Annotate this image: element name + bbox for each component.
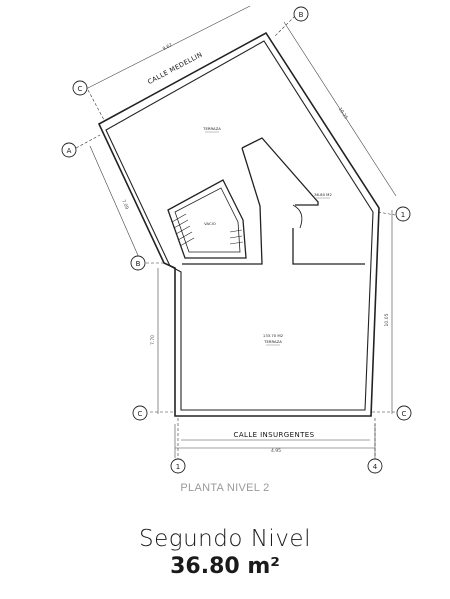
dim-right-lower: 10.05 (384, 313, 390, 326)
axis-label: 4 (373, 463, 378, 471)
room-label-terrace-upper: TERRAZA (202, 126, 221, 131)
stair-label: VACIO (204, 221, 216, 226)
plan-caption: PLANTA NIVEL 2 (180, 482, 270, 494)
dim-bottom: 4.95 (271, 448, 281, 454)
dimension-labels: 9.62 10.25 7.09 7.70 10.05 4.95 (120, 42, 390, 454)
room-wall-left (182, 147, 263, 265)
level-title: Segundo Nivel (139, 526, 311, 552)
dim-top: 9.62 (162, 42, 174, 52)
axis-lines (75, 15, 396, 460)
axis-label: C (402, 410, 407, 418)
room-wall-right (292, 228, 365, 265)
axis-label: A (67, 147, 72, 155)
door-swing (292, 204, 303, 229)
street-label-top: CALLE MEDELLIN (146, 50, 203, 86)
street-label-bottom: CALLE INSURGENTES (234, 431, 315, 439)
dim-right-upper: 10.25 (337, 106, 349, 120)
floor-plan-drawing: B C A B 1 C C 1 4 9.62 10.25 7.09 7.70 1… (61, 5, 412, 474)
dimension-lines (79, 5, 397, 458)
inner-wall (105, 40, 374, 411)
stair-void-inner (174, 187, 241, 253)
axis-label: C (78, 85, 83, 93)
stair-treads (171, 213, 244, 247)
axis-label: B (299, 11, 304, 19)
axis-markers (61, 6, 412, 474)
stair-void (167, 179, 247, 259)
axis-label: B (136, 260, 141, 268)
terrace-lower-label: TERRAZA (263, 339, 282, 344)
room-wall (241, 137, 319, 206)
axis-label: 1 (401, 211, 405, 219)
outer-wall (97, 31, 380, 417)
dim-left-lower: 7.70 (150, 335, 156, 345)
dim-left-upper: 7.09 (120, 199, 130, 211)
room-area-label: 36.80 M2 (314, 192, 332, 197)
area-value: 36.80 m² (170, 554, 280, 579)
axis-label: C (138, 410, 143, 418)
axis-label: 1 (176, 463, 180, 471)
terrace-lower-area-label: 133.70 M2 (263, 333, 284, 338)
axis-labels: B C A B 1 C C 1 4 (67, 11, 407, 471)
